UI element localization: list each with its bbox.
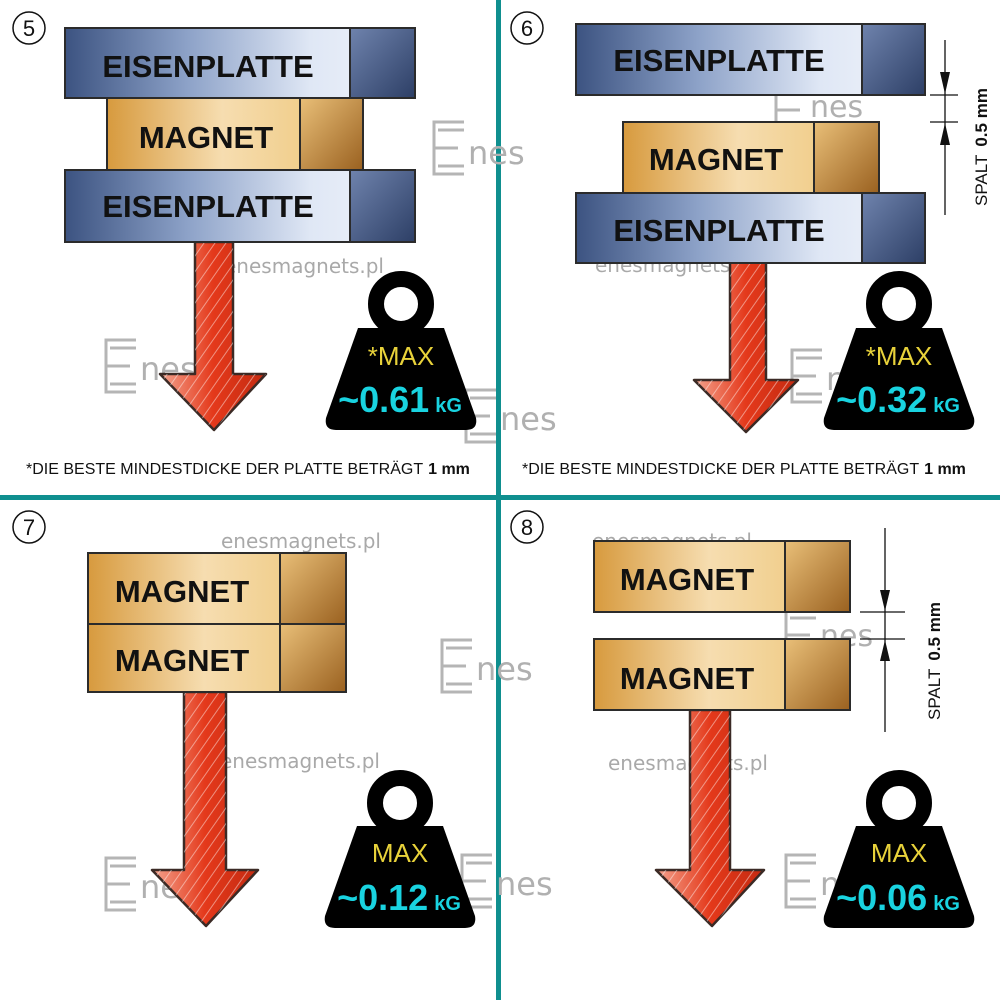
- panel-number: 5: [23, 16, 35, 41]
- svg-text:nes: nes: [496, 865, 553, 903]
- panel-number: 8: [521, 515, 533, 540]
- panel-number-circle: [12, 11, 46, 45]
- force-arrow: [150, 690, 260, 928]
- panel-number: 6: [521, 16, 533, 41]
- force-arrow: [158, 240, 268, 432]
- gap-dimension: [930, 40, 958, 215]
- watermark-logo: nes: [432, 120, 525, 176]
- block-label: EISENPLATTE: [102, 189, 313, 224]
- watermark-url: enesmagnets.pl: [608, 751, 768, 775]
- magnet-block: MAGNET: [593, 540, 851, 613]
- block-label: MAGNET: [620, 562, 754, 597]
- watermark-logo: nes: [464, 388, 557, 444]
- block-label: MAGNET: [115, 643, 249, 678]
- panel-number-circle: [12, 510, 46, 544]
- watermark-logo: nes: [440, 638, 533, 694]
- magnet-block: MAGNET: [87, 623, 347, 693]
- svg-text:nes: nes: [500, 400, 557, 438]
- magnet-block: MAGNET: [87, 552, 347, 625]
- magnet-block: MAGNET: [106, 97, 364, 171]
- gap-label: SPALT0.5 mm: [925, 602, 944, 720]
- panel-6: 6 nes nes enesmagnets.pl EISENPLATTE MAG…: [510, 11, 991, 478]
- force-arrow: [654, 708, 766, 928]
- gap-label: SPALT0.5 mm: [972, 88, 991, 206]
- panel-8: 8 enesmagnets.pl enesmagnets.pl nes nes …: [510, 510, 975, 928]
- max-label: MAX: [871, 838, 927, 868]
- panel-number-circle: [510, 510, 544, 544]
- panel-5: 5 nes nes nes nes enesmagnets.pl EISE: [12, 11, 557, 478]
- footnote: *DIE BESTE MINDESTDICKE DER PLATTE BETRÄ…: [26, 460, 470, 478]
- iron-plate: EISENPLATTE: [64, 27, 416, 99]
- max-label: *MAX: [866, 341, 932, 371]
- block-label: EISENPLATTE: [613, 213, 824, 248]
- magnet-block: MAGNET: [593, 638, 851, 711]
- svg-text:nes: nes: [476, 650, 533, 688]
- panel-7: 7 enesmagnets.pl enesmagnets.pl nes nes …: [12, 510, 553, 928]
- block-label: MAGNET: [139, 120, 273, 155]
- magnet-block: MAGNET: [622, 121, 880, 194]
- iron-plate: EISENPLATTE: [575, 192, 926, 264]
- watermark-url: enesmagnets.pl: [221, 529, 381, 553]
- max-label: *MAX: [368, 341, 434, 371]
- gap-dimension: [860, 528, 905, 732]
- iron-plate: EISENPLATTE: [64, 169, 416, 243]
- watermark-url: enesmagnets.pl: [224, 254, 384, 278]
- block-label: EISENPLATTE: [102, 49, 313, 84]
- iron-plate: EISENPLATTE: [575, 23, 926, 96]
- block-label: MAGNET: [115, 574, 249, 609]
- svg-text:nes: nes: [468, 134, 525, 172]
- max-label: MAX: [372, 838, 428, 868]
- block-label: MAGNET: [649, 142, 783, 177]
- watermark-url: enesmagnets.pl: [220, 749, 380, 773]
- block-label: MAGNET: [620, 661, 754, 696]
- panel-number: 7: [23, 515, 35, 540]
- watermark-logo: nes: [460, 853, 553, 909]
- panel-number-circle: [510, 11, 544, 45]
- block-label: EISENPLATTE: [613, 43, 824, 78]
- divider-horizontal: [0, 495, 1000, 500]
- footnote: *DIE BESTE MINDESTDICKE DER PLATTE BETRÄ…: [522, 460, 966, 478]
- force-arrow: [692, 260, 800, 434]
